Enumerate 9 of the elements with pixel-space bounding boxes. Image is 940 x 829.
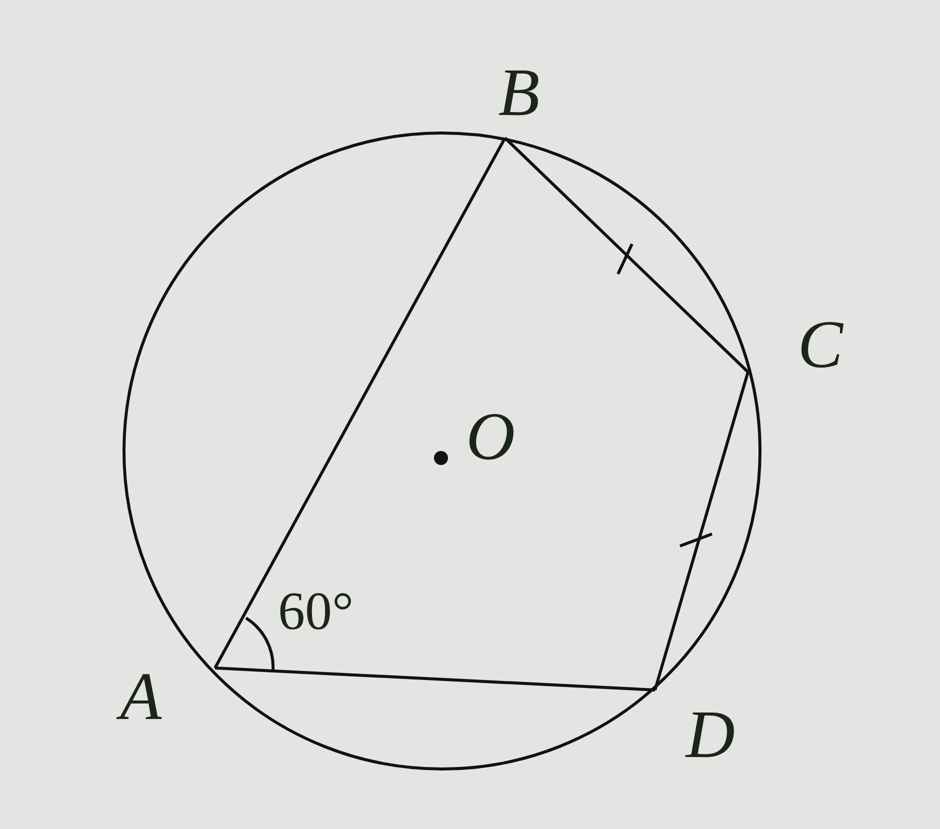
line-segment xyxy=(504,136,750,374)
line-segment xyxy=(654,372,750,690)
line-segment xyxy=(214,137,506,669)
line-segment xyxy=(214,666,656,692)
angle-label: 60° xyxy=(278,584,354,638)
vertex-label: B xyxy=(498,58,540,126)
vertex-label: D xyxy=(686,700,735,768)
point-label: O xyxy=(466,402,516,470)
vertex-label: C xyxy=(798,310,843,378)
